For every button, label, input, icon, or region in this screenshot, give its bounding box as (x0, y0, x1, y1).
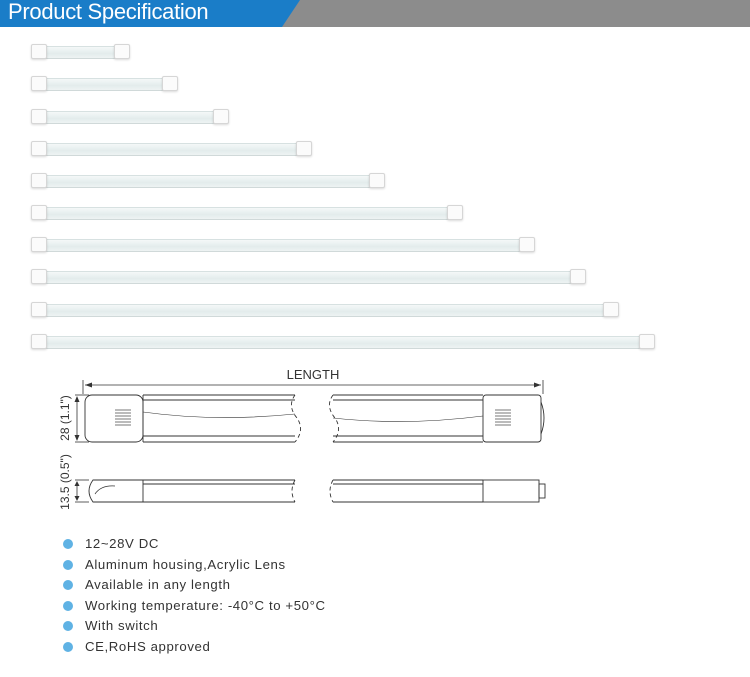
feature-text: With switch (85, 618, 159, 634)
acrylic-lens (45, 175, 371, 188)
end-cap (639, 334, 655, 349)
product-bars (31, 44, 655, 349)
bullet-icon (63, 539, 73, 549)
feature-item: Aluminum housing,Acrylic Lens (62, 555, 326, 576)
feature-item: Available in any length (62, 575, 326, 596)
acrylic-lens (45, 239, 521, 252)
feature-item: 12~28V DC (62, 534, 326, 555)
acrylic-lens (45, 207, 449, 220)
light-bar (31, 109, 229, 124)
end-cap (213, 109, 229, 124)
light-bar (31, 237, 535, 252)
acrylic-lens (45, 336, 641, 349)
acrylic-lens (45, 143, 298, 156)
end-cap (31, 109, 47, 124)
end-cap (31, 76, 47, 91)
acrylic-lens (45, 78, 164, 91)
end-cap (114, 44, 130, 59)
length-label: LENGTH (287, 367, 340, 382)
acrylic-lens (45, 304, 605, 317)
acrylic-lens (45, 46, 116, 59)
end-cap (31, 334, 47, 349)
end-cap (296, 141, 312, 156)
end-cap (31, 237, 47, 252)
bullet-icon (63, 621, 73, 632)
feature-item: Working temperature: -40°C to +50°C (62, 596, 326, 617)
light-bar (31, 205, 463, 220)
feature-item: CE,RoHS approved (62, 637, 326, 658)
feature-text: CE,RoHS approved (85, 638, 211, 654)
end-cap (31, 205, 47, 220)
end-cap (31, 269, 47, 284)
header-tab (0, 0, 300, 27)
dimension-drawing: LENGTH 28 (1.1") 13.5 (0.5") (58, 367, 546, 510)
end-cap (369, 173, 385, 188)
end-cap (31, 173, 47, 188)
end-cap (447, 205, 463, 220)
section-header: Product Specification (0, 0, 750, 27)
bullet-icon (63, 580, 73, 591)
thickness-label: 13.5 (0.5") (58, 454, 72, 510)
bullet-icon (63, 641, 73, 652)
end-cap (519, 237, 535, 252)
end-cap (603, 302, 619, 317)
light-bar (31, 173, 385, 188)
light-bar (31, 269, 586, 284)
bullet-icon (63, 559, 73, 570)
bullet-icon (63, 600, 73, 611)
feature-text: Available in any length (85, 577, 231, 593)
acrylic-lens (45, 271, 572, 284)
feature-text: Working temperature: -40°C to +50°C (85, 597, 326, 613)
feature-text: Aluminum housing,Acrylic Lens (85, 556, 286, 572)
light-bar (31, 44, 130, 59)
light-bar (31, 302, 619, 317)
acrylic-lens (45, 111, 215, 124)
page-title: Product Specification (8, 0, 209, 24)
end-cap (31, 302, 47, 317)
height-label: 28 (1.1") (58, 395, 72, 441)
end-cap (162, 76, 178, 91)
feature-text: 12~28V DC (85, 536, 159, 551)
end-cap (31, 44, 47, 59)
end-cap (31, 141, 47, 156)
feature-item: With switch (62, 616, 326, 637)
light-bar (31, 76, 178, 91)
light-bar (31, 334, 655, 349)
end-cap (570, 269, 586, 284)
light-bar (31, 141, 312, 156)
